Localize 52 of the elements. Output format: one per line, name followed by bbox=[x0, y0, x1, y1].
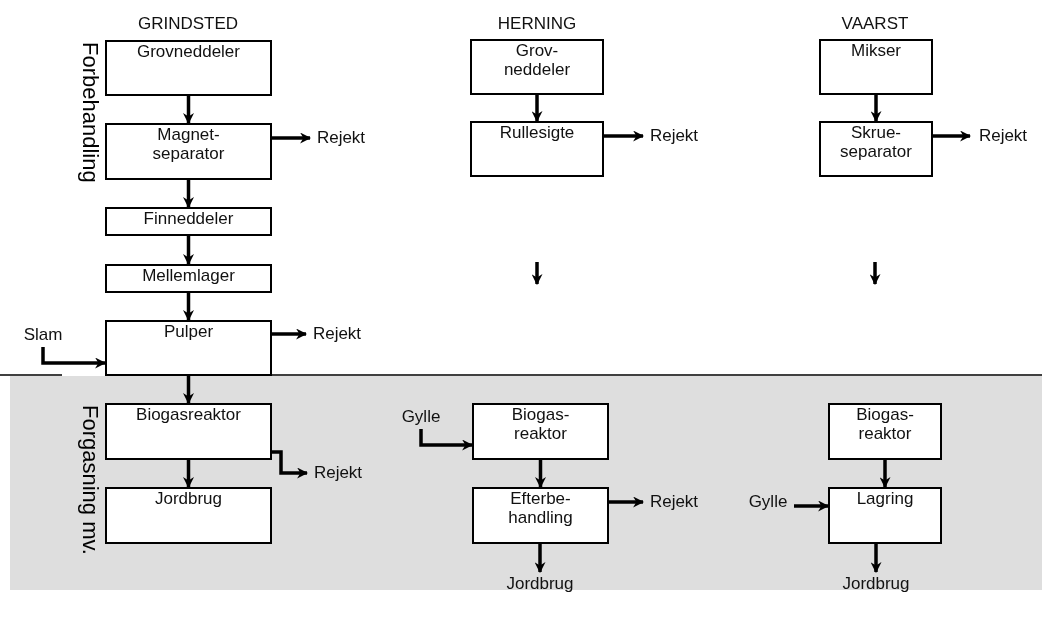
process-box: Biogas- reaktor bbox=[472, 403, 609, 460]
arrow bbox=[272, 132, 312, 144]
process-box: Magnet- separator bbox=[105, 123, 272, 180]
flow-label: Jordbrug bbox=[502, 572, 578, 596]
section-label: Forbehandling bbox=[77, 42, 103, 183]
process-box: Mellemlager bbox=[105, 264, 272, 293]
arrow bbox=[609, 496, 645, 508]
arrow bbox=[870, 544, 882, 574]
flow-label: Rejekt bbox=[643, 124, 705, 148]
process-box: Biogasreaktor bbox=[105, 403, 272, 460]
flow-label: Gylle bbox=[394, 405, 448, 429]
process-box: Rullesigte bbox=[470, 121, 604, 177]
arrow bbox=[41, 347, 107, 369]
arrow bbox=[535, 460, 546, 489]
arrow bbox=[604, 130, 645, 142]
flow-label: Rejekt bbox=[970, 124, 1036, 148]
arrow bbox=[419, 429, 474, 451]
arrow bbox=[272, 450, 309, 479]
process-box: Grovneddeler bbox=[105, 40, 272, 96]
arrow bbox=[933, 130, 972, 142]
arrow bbox=[183, 236, 194, 266]
process-box: Mikser bbox=[819, 39, 933, 95]
arrow bbox=[183, 376, 194, 405]
arrow bbox=[870, 95, 882, 123]
flow-label: Rejekt bbox=[306, 322, 368, 346]
flow-label: Rejekt bbox=[310, 126, 372, 150]
section-label: Forgasning mv. bbox=[77, 405, 103, 555]
flow-label: Jordbrug bbox=[838, 572, 914, 596]
process-box: Skrue- separator bbox=[819, 121, 933, 177]
arrow bbox=[183, 293, 194, 322]
column-heading: HERNING bbox=[497, 14, 577, 34]
arrow bbox=[534, 544, 546, 574]
process-box: Biogas- reaktor bbox=[828, 403, 942, 460]
arrow bbox=[183, 180, 194, 209]
process-box: Finneddeler bbox=[105, 207, 272, 236]
process-box: Efterbe- handling bbox=[472, 487, 609, 544]
process-box: Jordbrug bbox=[105, 487, 272, 544]
arrow bbox=[183, 96, 194, 125]
process-box: Lagring bbox=[828, 487, 942, 544]
column-heading: GRINDSTED bbox=[137, 14, 239, 34]
flow-label: Gylle bbox=[742, 490, 794, 514]
arrow bbox=[879, 460, 891, 489]
column-heading: VAARST bbox=[841, 14, 909, 34]
arrow bbox=[794, 500, 830, 512]
flow-label: Rejekt bbox=[307, 461, 369, 485]
arrow bbox=[183, 460, 194, 489]
process-box: Pulper bbox=[105, 320, 272, 376]
process-box: Grov- neddeler bbox=[470, 39, 604, 95]
flow-label: Slam bbox=[18, 323, 68, 347]
flow-label: Rejekt bbox=[643, 490, 705, 514]
arrow bbox=[531, 95, 543, 123]
arrow bbox=[272, 328, 308, 340]
